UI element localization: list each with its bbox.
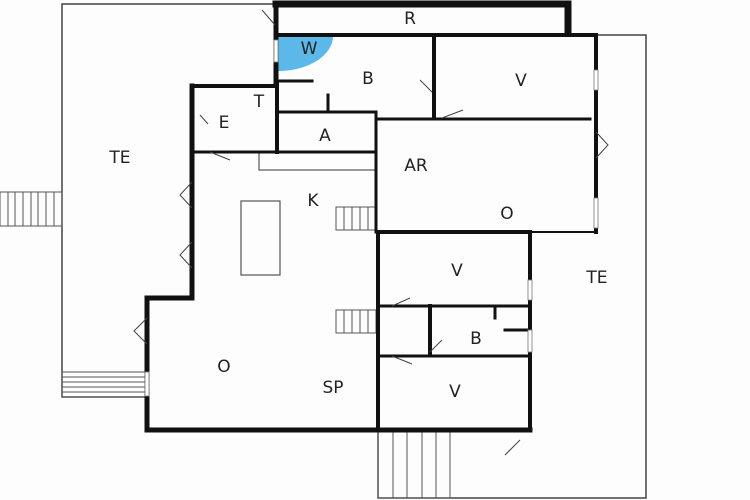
door-swings <box>133 9 609 456</box>
windows <box>144 39 599 397</box>
room-label-bedroom-middle: V <box>451 261 463 281</box>
stairs-kitchen <box>335 206 377 231</box>
room-label-terrace-right: TE <box>585 268 607 288</box>
stairs-middle <box>335 309 377 334</box>
room-label-bedroom-top: V <box>515 71 527 91</box>
room-labels: TE R W B V T E A AR K O V TE B O SP V <box>108 9 607 402</box>
room-label-toilet: T <box>253 92 265 112</box>
stairs-left <box>0 191 63 227</box>
room-label-dining: SP <box>322 378 343 398</box>
room-label-bedroom-bottom: V <box>449 382 461 402</box>
room-label-terrace-left: TE <box>108 148 130 168</box>
room-label-bathroom-top: B <box>362 69 374 89</box>
room-label-living-left: O <box>217 357 230 377</box>
wardrobe-area <box>278 36 333 71</box>
room-label-living-right: O <box>500 204 513 224</box>
room-label-utility: A <box>319 126 331 146</box>
room-label-storage: R <box>404 9 416 29</box>
kitchen-island <box>240 200 281 276</box>
walls <box>144 0 598 433</box>
room-label-entrance: E <box>219 113 230 133</box>
room-label-bathroom-bottom: B <box>470 329 482 349</box>
stairs-bottom-left <box>61 371 147 398</box>
kitchen-counter <box>258 151 377 171</box>
room-label-workroom: AR <box>404 156 428 176</box>
stairs-bottom <box>377 431 451 499</box>
room-label-kitchen: K <box>307 191 319 211</box>
room-label-wardrobe: W <box>301 39 318 59</box>
terrace-outlines <box>61 3 647 499</box>
